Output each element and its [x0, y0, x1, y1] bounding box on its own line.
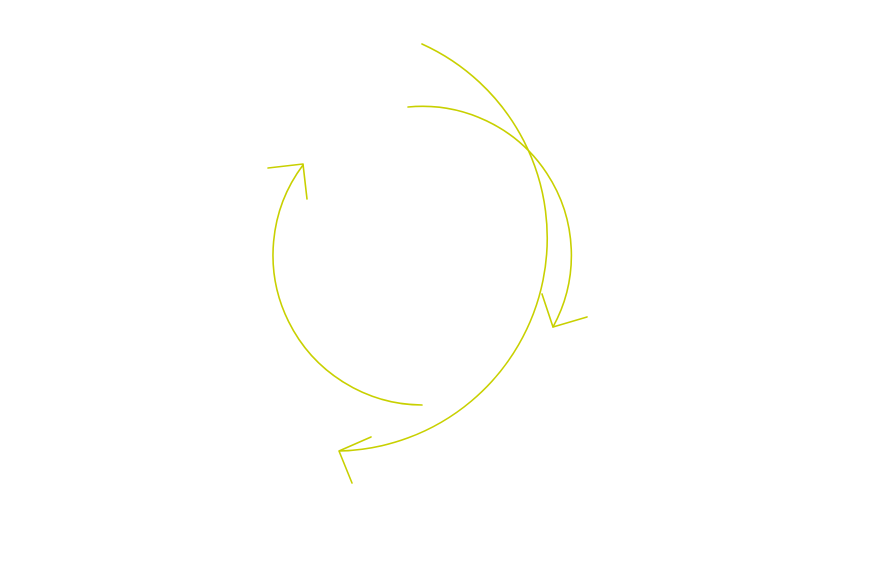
inner-left-arc — [272, 164, 423, 406]
outer-arrowhead-icon — [338, 436, 372, 484]
inner-left-arrowhead-icon — [267, 163, 308, 200]
outer-arc-arrow — [338, 43, 548, 484]
inner-right-arc-arrow — [407, 105, 588, 328]
outer-arc — [339, 43, 548, 452]
inner-right-arrowhead-icon — [541, 293, 588, 328]
inner-left-arc-arrow — [267, 163, 423, 406]
inner-right-arc — [407, 105, 573, 328]
